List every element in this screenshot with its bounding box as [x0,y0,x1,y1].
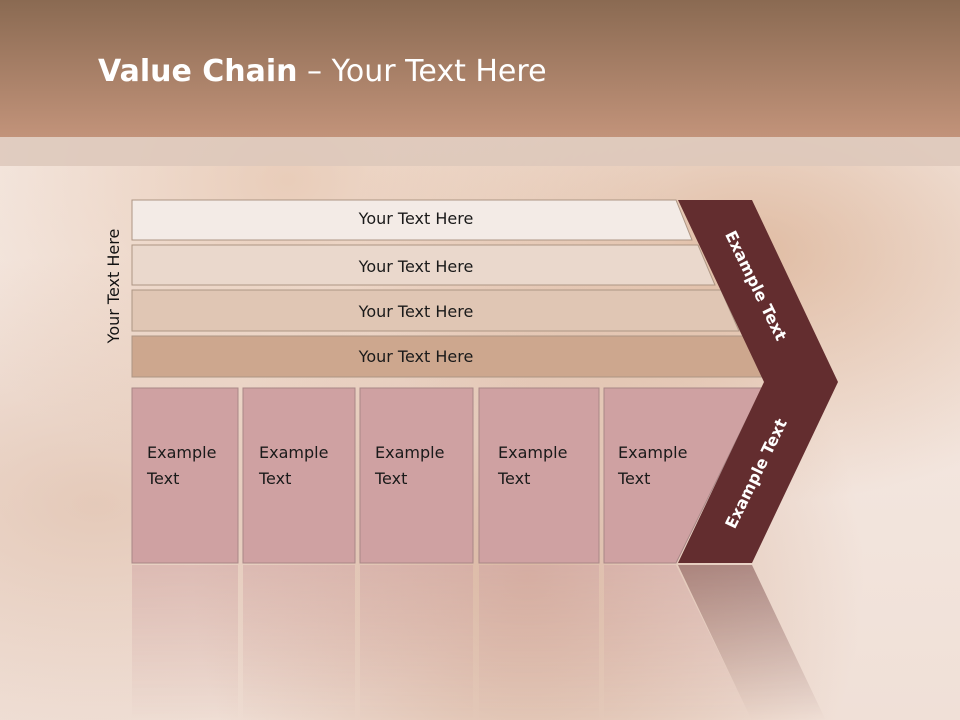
support-row-3-label: Your Text Here [358,302,474,321]
support-row-2-label: Your Text Here [358,257,474,276]
support-row-2[interactable] [131,244,716,286]
title-rest: – Your Text Here [297,54,547,89]
title-bold: Value Chain [98,54,298,89]
slide-title: Value Chain – Your Text Here [98,54,547,89]
margin-chevron[interactable] [678,200,838,563]
primary-cells [131,387,763,564]
primary-cell-2[interactable] [242,387,356,564]
support-row-4-label: Your Text Here [358,347,474,366]
primary-cell-4[interactable] [478,387,600,564]
primary-cell-3[interactable] [359,387,474,564]
primary-cell-1[interactable] [131,387,239,564]
reflection [132,565,826,720]
header-bar [0,0,960,137]
support-row-3[interactable] [131,289,740,332]
support-row-1-label: Your Text Here [358,209,474,228]
primary-cell-5[interactable] [603,387,763,564]
support-row-1[interactable] [131,199,693,241]
header-band [0,137,960,166]
